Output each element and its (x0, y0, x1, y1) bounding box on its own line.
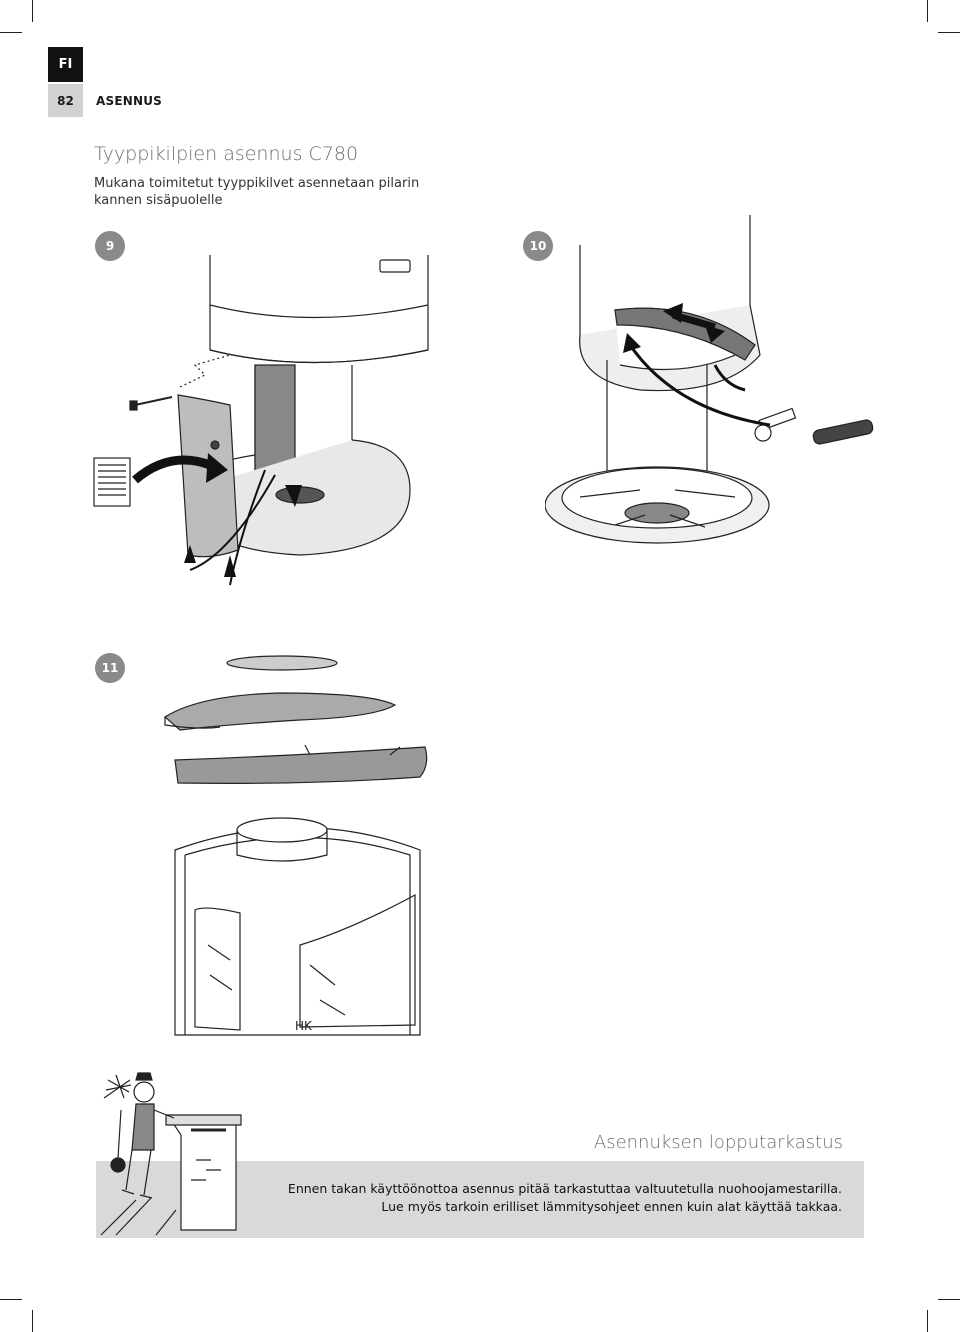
page-subtitle: Mukana toimitetut tyyppikilvet asennetaa… (94, 176, 420, 208)
chimney-sweep-illustration (100, 1072, 242, 1236)
step-badge-9: 9 (95, 231, 125, 261)
crop-mark (32, 0, 33, 22)
final-check-text: Ennen takan käyttöönottoa asennus pitää … (287, 1181, 842, 1214)
crop-mark (938, 32, 960, 33)
section-title: ASENNUS (96, 94, 162, 108)
crop-mark (938, 1299, 960, 1300)
crop-mark (32, 1310, 33, 1332)
language-badge: FI (48, 47, 83, 82)
figure-10-illustration (545, 215, 874, 544)
crop-mark (0, 32, 22, 33)
crop-mark (0, 1299, 22, 1300)
page-title: Tyyppikilpien asennus C780 (94, 143, 359, 165)
brand-mark: HK (295, 1019, 313, 1033)
crop-mark (927, 0, 928, 22)
final-check-title: Asennuksen lopputarkastus (593, 1132, 843, 1153)
step-badge-10: 10 (523, 231, 553, 261)
figure-11-illustration: HK (163, 655, 428, 1036)
figure-9-illustration (93, 255, 429, 586)
step-badge-11: 11 (95, 653, 125, 683)
crop-mark (927, 1310, 928, 1332)
page-number: 82 (48, 84, 83, 117)
